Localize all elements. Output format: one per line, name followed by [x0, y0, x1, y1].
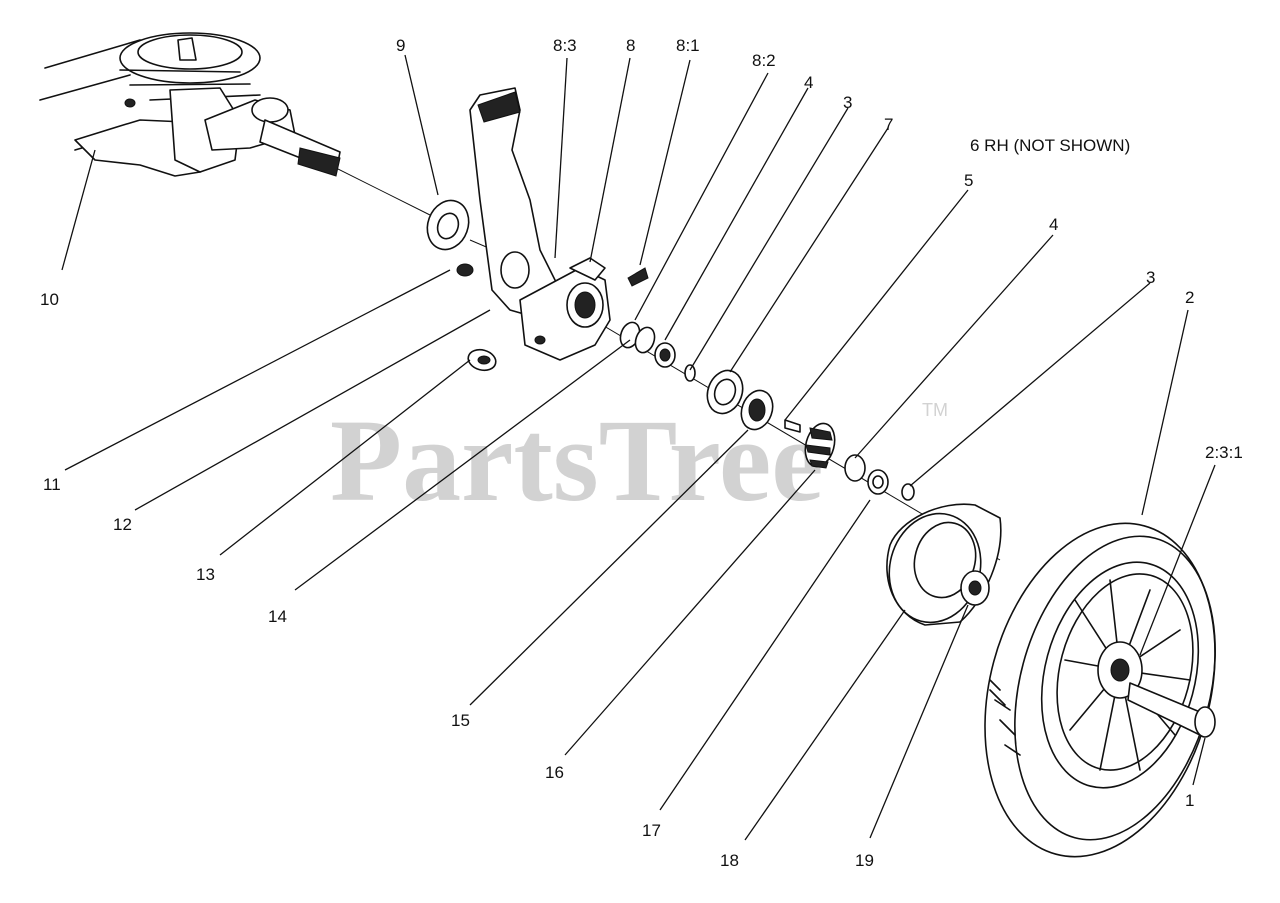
callout-17: 17 [642, 821, 661, 840]
height-adjust-bracket [456, 87, 649, 361]
callout-14: 14 [268, 607, 287, 626]
callout-16: 16 [545, 763, 564, 782]
callout-19: 19 [855, 851, 874, 870]
callout-7: 7 [884, 115, 893, 134]
callout-15: 15 [451, 711, 470, 730]
seal-washer [426, 199, 470, 251]
callout-5: 5 [964, 171, 973, 190]
callout-4a: 4 [804, 73, 813, 92]
callout-3b: 3 [1146, 268, 1155, 287]
callout-11: 11 [43, 475, 61, 494]
leader-lines [61, 54, 1216, 841]
callout-8-1: 8:1 [676, 36, 700, 55]
callout-13: 13 [196, 565, 215, 584]
outer-washers [844, 454, 915, 501]
callout-8-3: 8:3 [553, 36, 577, 55]
callout-6-rh: 6 RH (NOT SHOWN) [970, 136, 1130, 155]
callout-labels: 10 9 8:3 8 8:1 8:2 4 3 7 6 RH (NOT SHOWN… [40, 36, 1243, 870]
callout-12: 12 [113, 515, 132, 534]
callout-3a: 3 [843, 93, 852, 112]
callout-2-3-1: 2:3:1 [1205, 443, 1243, 462]
wheel-cover [886, 503, 1002, 626]
drive-gear [804, 422, 836, 469]
callout-8: 8 [626, 36, 635, 55]
axle-washers-and-bearings [619, 321, 801, 433]
callout-8-2: 8:2 [752, 51, 776, 70]
callout-9: 9 [396, 36, 405, 55]
watermark-trademark: TM [922, 400, 948, 420]
callout-10: 10 [40, 290, 59, 309]
callout-4b: 4 [1049, 215, 1058, 234]
nut [467, 348, 497, 372]
wheel [984, 522, 1216, 858]
transmission-housing [39, 32, 341, 177]
callout-1: 1 [1185, 791, 1194, 810]
callout-18: 18 [720, 851, 739, 870]
callout-2: 2 [1185, 288, 1194, 307]
